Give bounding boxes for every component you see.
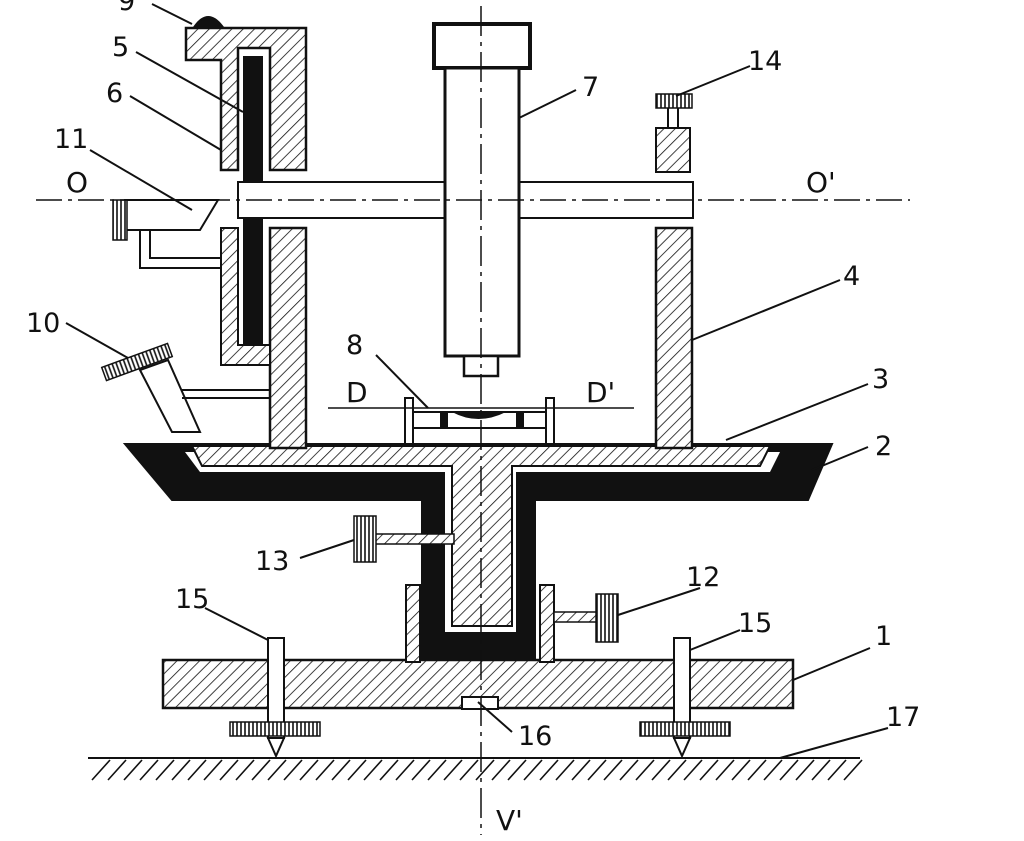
label-13: 13 — [255, 546, 289, 577]
label-4: 4 — [843, 261, 860, 292]
label-17: 17 — [886, 702, 920, 733]
bearing-wall-left — [405, 584, 421, 663]
microscope-tube — [443, 66, 521, 358]
label-2: 2 — [875, 431, 892, 462]
label-5: 5 — [112, 32, 129, 63]
pointer-rod — [139, 230, 221, 269]
label-15-right: 15 — [738, 608, 772, 639]
microscope-cap — [432, 22, 532, 70]
leader-lines — [65, 3, 889, 759]
leveling-screw-left — [229, 637, 321, 759]
upper-housing — [184, 26, 308, 172]
label-7: 7 — [582, 72, 599, 103]
axis-label-o: O — [66, 166, 88, 199]
knob-12 — [595, 593, 619, 643]
bearing-wall-right — [539, 584, 555, 663]
knob-13 — [353, 515, 377, 563]
pointer-11 — [124, 199, 220, 231]
label-1: 1 — [875, 621, 892, 652]
lever-knob — [100, 342, 174, 382]
lever-10 — [138, 358, 202, 433]
label-14: 14 — [748, 46, 782, 77]
label-16: 16 — [518, 721, 552, 752]
part-14-knob — [655, 93, 693, 109]
label-15-left: 15 — [175, 584, 209, 615]
leveling-screw-right — [639, 637, 731, 759]
label-9: 9 — [118, 0, 135, 17]
label-8: 8 — [346, 330, 363, 361]
frame-left-wall — [268, 226, 308, 450]
ground-surface — [88, 757, 863, 781]
knob-12-rod — [553, 611, 599, 623]
part-14-stem — [667, 108, 679, 128]
sample-holder — [404, 397, 555, 445]
label-10: 10 — [26, 308, 60, 339]
axis-label-d-prime: D' — [586, 376, 615, 409]
axis-label-v-prime: V' — [496, 804, 523, 837]
label-6: 6 — [106, 78, 123, 109]
label-12: 12 — [686, 562, 720, 593]
frame-right-wall — [654, 226, 694, 450]
pointer-knob — [112, 199, 128, 241]
axis-label-d: D — [346, 376, 368, 409]
axis-label-o-prime: O' — [806, 166, 836, 199]
top-knob — [193, 16, 225, 27]
part-14-block — [655, 127, 691, 173]
label-11: 11 — [54, 124, 88, 155]
lever-rod — [182, 389, 270, 399]
knob-13-rod — [373, 533, 455, 545]
label-3: 3 — [872, 364, 889, 395]
lower-bracket — [220, 227, 271, 366]
